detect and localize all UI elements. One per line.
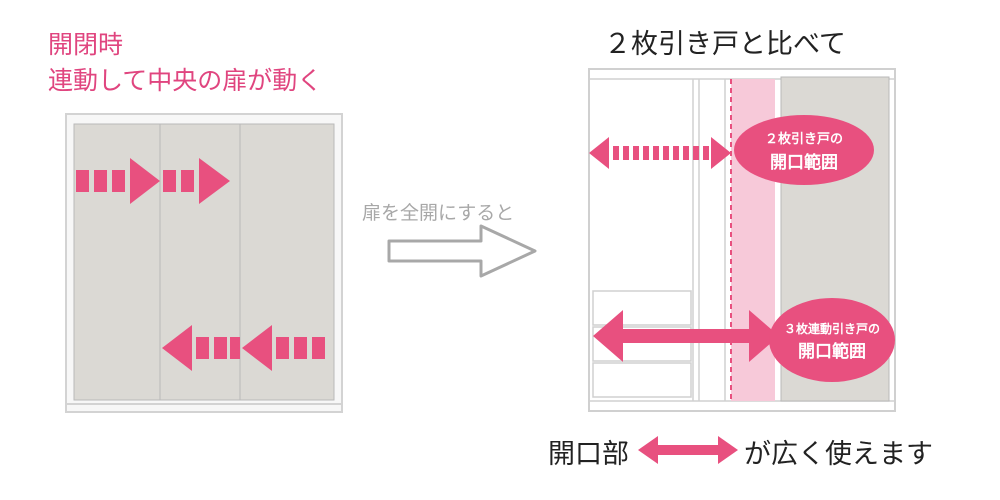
double-arrow-icon <box>638 436 738 464</box>
drawer <box>592 290 692 326</box>
left-caption-line1: 開閉時 <box>48 30 124 59</box>
double-arrow-icon <box>593 310 779 362</box>
two-door-bubble-line1: ２枚引き戸の <box>764 132 843 147</box>
right-title: ２枚引き戸と比べて <box>604 29 846 60</box>
three-door-bubble-line1: ３枚連動引き戸の <box>783 322 880 336</box>
two-door-bubble-line2: 開口範囲 <box>770 153 838 173</box>
two-door-range-bubble <box>734 115 874 185</box>
hollow-arrow-icon <box>387 224 537 278</box>
right-arrow-icon <box>76 158 160 204</box>
left-arrow-icon <box>162 325 240 371</box>
double-arrow-icon <box>589 137 731 169</box>
bottom-note-prefix: 開口部 <box>548 439 629 470</box>
middle-caption: 扉を全開にすると <box>362 202 515 224</box>
comparison-closet-diagram <box>588 68 896 412</box>
right-arrow-icon <box>163 158 230 204</box>
left-arrow-icon <box>242 325 325 371</box>
three-door-closet-diagram <box>65 113 343 413</box>
bottom-note-suffix: が広く使えます <box>744 439 933 470</box>
left-door <box>73 123 161 401</box>
three-door-range-bubble <box>769 298 895 382</box>
three-door-bubble-line2: 開口範囲 <box>798 342 866 362</box>
left-caption-line2: 連動して中央の扉が動く <box>48 66 323 95</box>
drawer <box>592 362 692 398</box>
